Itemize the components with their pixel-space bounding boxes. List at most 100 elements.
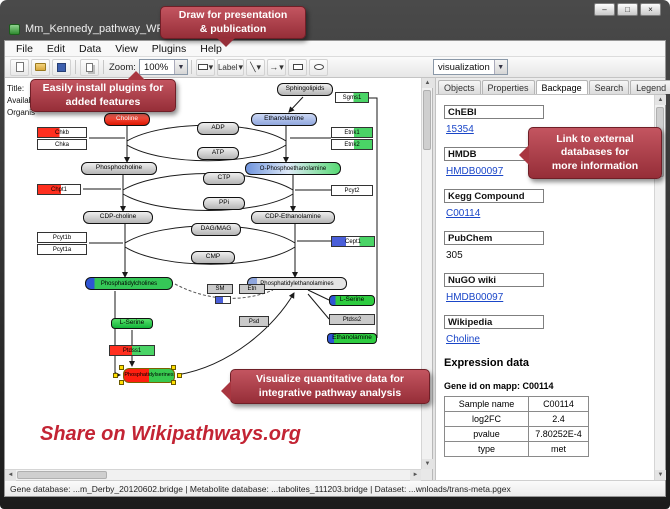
callout-install-plugins: Easily install plugins for added feature… (30, 71, 176, 112)
menu-view[interactable]: View (115, 42, 138, 55)
pathway-node-pcyt1a[interactable]: Pcyt1a (37, 244, 87, 255)
pathway-node-psd[interactable]: Psd (239, 316, 269, 327)
wikipedia-link[interactable]: Choline (446, 334, 480, 345)
canvas-horizontal-scrollbar[interactable]: ◄ ► (5, 469, 421, 481)
kegg-id-link[interactable]: C00114 (446, 208, 481, 219)
open-button[interactable] (31, 58, 50, 76)
pathway-node-etnk1[interactable]: Etnk1 (331, 127, 373, 138)
pathway-node-sgms1[interactable]: Sgms1 (335, 92, 369, 103)
maximize-button[interactable]: □ (617, 3, 638, 16)
close-button[interactable]: × (640, 3, 661, 16)
scrollbar-thumb[interactable] (423, 90, 431, 150)
scroll-up-icon[interactable]: ▲ (422, 78, 433, 88)
tab-legend[interactable]: Legend (630, 80, 670, 94)
pathway-node-phosphatidylethanolamines[interactable]: Phosphatidylethanolamines (247, 277, 347, 290)
copy-button[interactable] (80, 58, 99, 76)
label-tool-button[interactable]: Label▾ (216, 58, 245, 76)
chebi-id-link[interactable]: 15354 (446, 124, 474, 135)
pathway-node-etn[interactable]: Etn (239, 284, 265, 294)
visualization-combobox[interactable]: visualization ▼ (433, 59, 508, 75)
pathway-canvas[interactable]: Title: Availab Organis (5, 78, 421, 469)
zoom-combobox[interactable]: 100% ▼ (138, 59, 188, 75)
pathway-node-cdp-ethanolamine[interactable]: CDP-Ethanolamine (251, 211, 335, 224)
menu-help[interactable]: Help (200, 42, 222, 55)
canvas-vertical-scrollbar[interactable]: ▲ ▼ (421, 78, 433, 469)
pathway-node-ethanolamine-right[interactable]: Ethanolamine (327, 333, 377, 344)
panel-splitter[interactable] (433, 78, 436, 480)
app-icon (9, 24, 20, 35)
pathway-node-ptdss2[interactable]: Ptdss2 (329, 314, 375, 325)
label-tool-text: Label (217, 62, 238, 72)
pathway-node-chpt1[interactable]: Chpt1 (37, 184, 81, 195)
section-header-nugo: NuGO wiki (444, 273, 544, 287)
zoom-value: 100% (143, 61, 169, 73)
pathway-node-phosphatidylserines-selected[interactable]: Phosphatidylserines (123, 368, 175, 383)
new-button[interactable] (10, 58, 29, 76)
ellipse-icon (313, 64, 324, 70)
selection-handle[interactable] (177, 373, 182, 378)
tab-backpage[interactable]: Backpage (535, 80, 588, 94)
pathway-node-chka[interactable]: Chka (37, 139, 87, 150)
pathway-node-ethanolamine[interactable]: Ethanolamine (251, 113, 317, 126)
arrow-tool-button[interactable]: →▾ (267, 58, 287, 76)
pathway-node-o-phosphoethanolamine[interactable]: O-Phosphoethanolamine (245, 162, 341, 175)
pathway-node-pcyt2[interactable]: Pcyt2 (331, 185, 373, 196)
hmdb-id-link[interactable]: HMDB00097 (446, 166, 504, 177)
selection-handle[interactable] (171, 380, 176, 385)
menu-data[interactable]: Data (79, 42, 102, 55)
table-row: pvalue 7.80252E-4 (444, 426, 589, 442)
scroll-down-icon[interactable]: ▼ (655, 470, 666, 480)
menu-file[interactable]: File (16, 42, 33, 55)
window-controls: – □ × (594, 3, 661, 16)
pathway-node-phosphocholine[interactable]: Phosphocholine (81, 162, 157, 175)
save-button[interactable] (52, 58, 71, 76)
line-tool-button[interactable]: ╲▾ (246, 58, 266, 76)
small-gene-box[interactable] (215, 296, 231, 304)
datanode-tool-button[interactable]: ▾ (195, 58, 215, 76)
pathway-node-dag-mag[interactable]: DAG/MAG (191, 223, 241, 236)
pathway-node-adp[interactable]: ADP (197, 122, 239, 135)
scroll-up-icon[interactable]: ▲ (655, 95, 666, 105)
chevron-down-icon[interactable]: ▼ (493, 60, 507, 74)
pathway-node-sm[interactable]: SM (207, 284, 233, 294)
tab-objects[interactable]: Objects (438, 80, 481, 94)
tab-properties[interactable]: Properties (481, 80, 535, 94)
menu-bar: File Edit Data View Plugins Help (5, 41, 665, 57)
pathway-node-atp[interactable]: ATP (197, 147, 239, 160)
rect-tool-button[interactable] (288, 58, 308, 76)
pathway-node-cmp[interactable]: CMP (191, 251, 235, 264)
nugo-id-link[interactable]: HMDB00097 (446, 292, 504, 303)
scroll-right-icon[interactable]: ► (410, 470, 421, 481)
menu-plugins[interactable]: Plugins (151, 42, 187, 55)
pathway-node-sphingolipids[interactable]: Sphingolipids (277, 83, 333, 96)
pathway-node-cept1[interactable]: Cept1 (331, 236, 375, 247)
pathway-node-ptdss1[interactable]: Ptdss1 (109, 345, 155, 356)
section-header-pubchem: PubChem (444, 231, 544, 245)
selection-handle[interactable] (171, 365, 176, 370)
arrow-icon: → (269, 62, 279, 72)
scroll-left-icon[interactable]: ◄ (5, 470, 16, 481)
table-row: Sample name C00114 (444, 396, 589, 412)
ellipse-tool-button[interactable] (309, 58, 329, 76)
scroll-down-icon[interactable]: ▼ (422, 459, 433, 469)
selection-handle[interactable] (113, 373, 118, 378)
pathway-node-phosphatidylcholines[interactable]: Phosphatidylcholines (85, 277, 173, 290)
pathway-node-etnk2[interactable]: Etnk2 (331, 139, 373, 150)
selection-handle[interactable] (119, 365, 124, 370)
pathway-node-cdp-choline[interactable]: CDP-choline (83, 211, 153, 224)
scrollbar-thumb[interactable] (17, 471, 107, 479)
pathway-node-l-serine-right[interactable]: L-Serine (329, 295, 375, 306)
minimize-button[interactable]: – (594, 3, 615, 16)
pathway-node-ctp[interactable]: CTP (203, 172, 245, 185)
pathway-node-choline[interactable]: Choline (104, 113, 150, 126)
selection-handle[interactable] (119, 380, 124, 385)
pathway-title-label: Title: (7, 84, 25, 93)
pathway-node-pcyt1b[interactable]: Pcyt1b (37, 232, 87, 243)
pathway-node-ppi[interactable]: PPi (203, 197, 245, 210)
pathway-node-chkb[interactable]: Chkb (37, 127, 87, 138)
tab-search[interactable]: Search (588, 80, 630, 94)
pathway-node-l-serine-left[interactable]: L-Serine (111, 318, 153, 329)
menu-edit[interactable]: Edit (46, 42, 66, 55)
chevron-down-icon[interactable]: ▼ (173, 60, 187, 74)
